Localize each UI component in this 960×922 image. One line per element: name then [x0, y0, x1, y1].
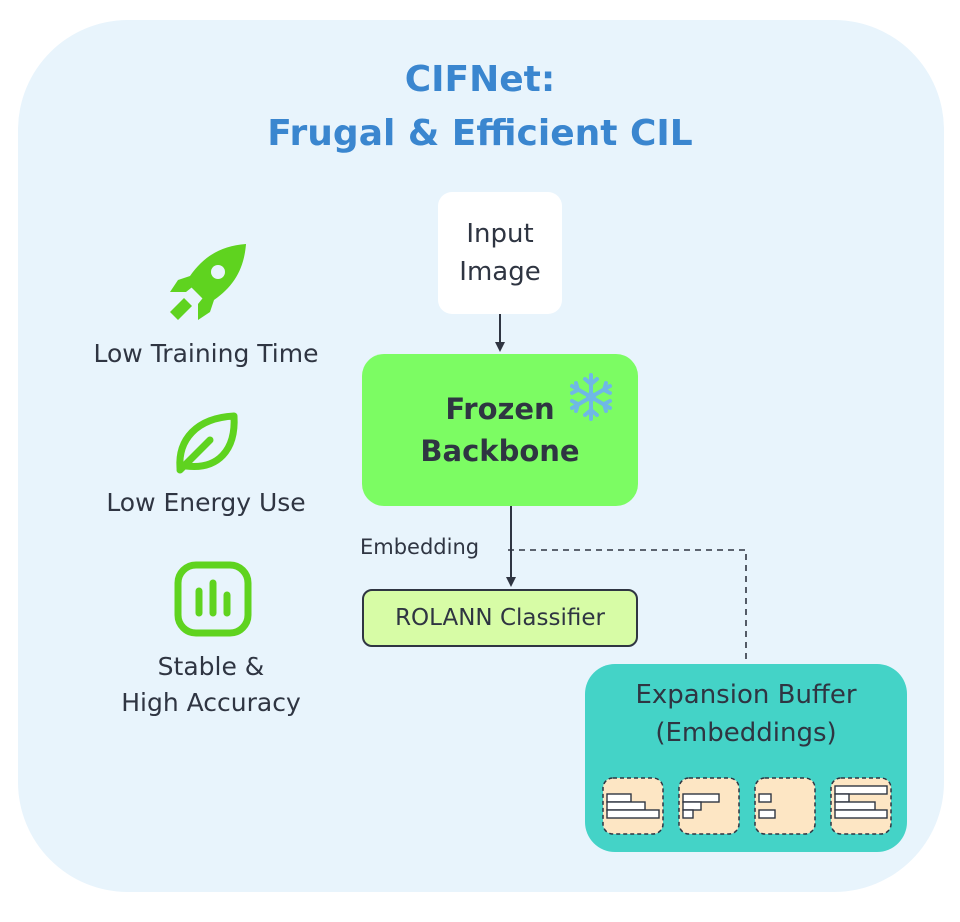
feature-label-accuracy-line1: Stable & — [157, 652, 265, 681]
expansion-buffer-node: Expansion Buffer (Embeddings) — [585, 664, 907, 852]
leaf-icon — [176, 412, 238, 474]
rocket-icon — [170, 244, 246, 320]
input-image-line2: Image — [459, 257, 541, 287]
input-image-line1: Input — [466, 219, 534, 249]
buffer-cell-1 — [602, 777, 664, 835]
buffer-title-line1: Expansion Buffer — [635, 680, 857, 710]
buffer-cell-4 — [830, 777, 892, 835]
rolann-classifier-label: ROLANN Classifier — [395, 605, 605, 631]
feature-label-accuracy-line2: High Accuracy — [121, 688, 301, 717]
backbone-line2: Backbone — [420, 434, 580, 468]
embedding-edge-label: Embedding — [360, 535, 480, 559]
dashed-link-to-buffer — [508, 549, 747, 664]
input-image-node: Input Image — [438, 192, 562, 314]
buffer-title-line2: (Embeddings) — [655, 718, 837, 748]
buffer-cell-3 — [754, 777, 816, 835]
backbone-line1: Frozen — [445, 392, 555, 426]
frozen-backbone-node: Frozen Backbone — [362, 354, 638, 506]
snowflake-icon — [570, 373, 612, 421]
rolann-classifier-node: ROLANN Classifier — [362, 589, 638, 647]
diagram-title-line1: CIFNet: — [404, 59, 556, 100]
buffer-cells — [602, 777, 892, 835]
feature-label-energy-use: Low Energy Use — [106, 488, 306, 517]
diagram-title-line2: Frugal & Efficient CIL — [267, 113, 693, 154]
bar-chart-icon — [174, 561, 252, 637]
feature-label-training-time: Low Training Time — [93, 339, 319, 368]
buffer-cell-2 — [678, 777, 740, 835]
